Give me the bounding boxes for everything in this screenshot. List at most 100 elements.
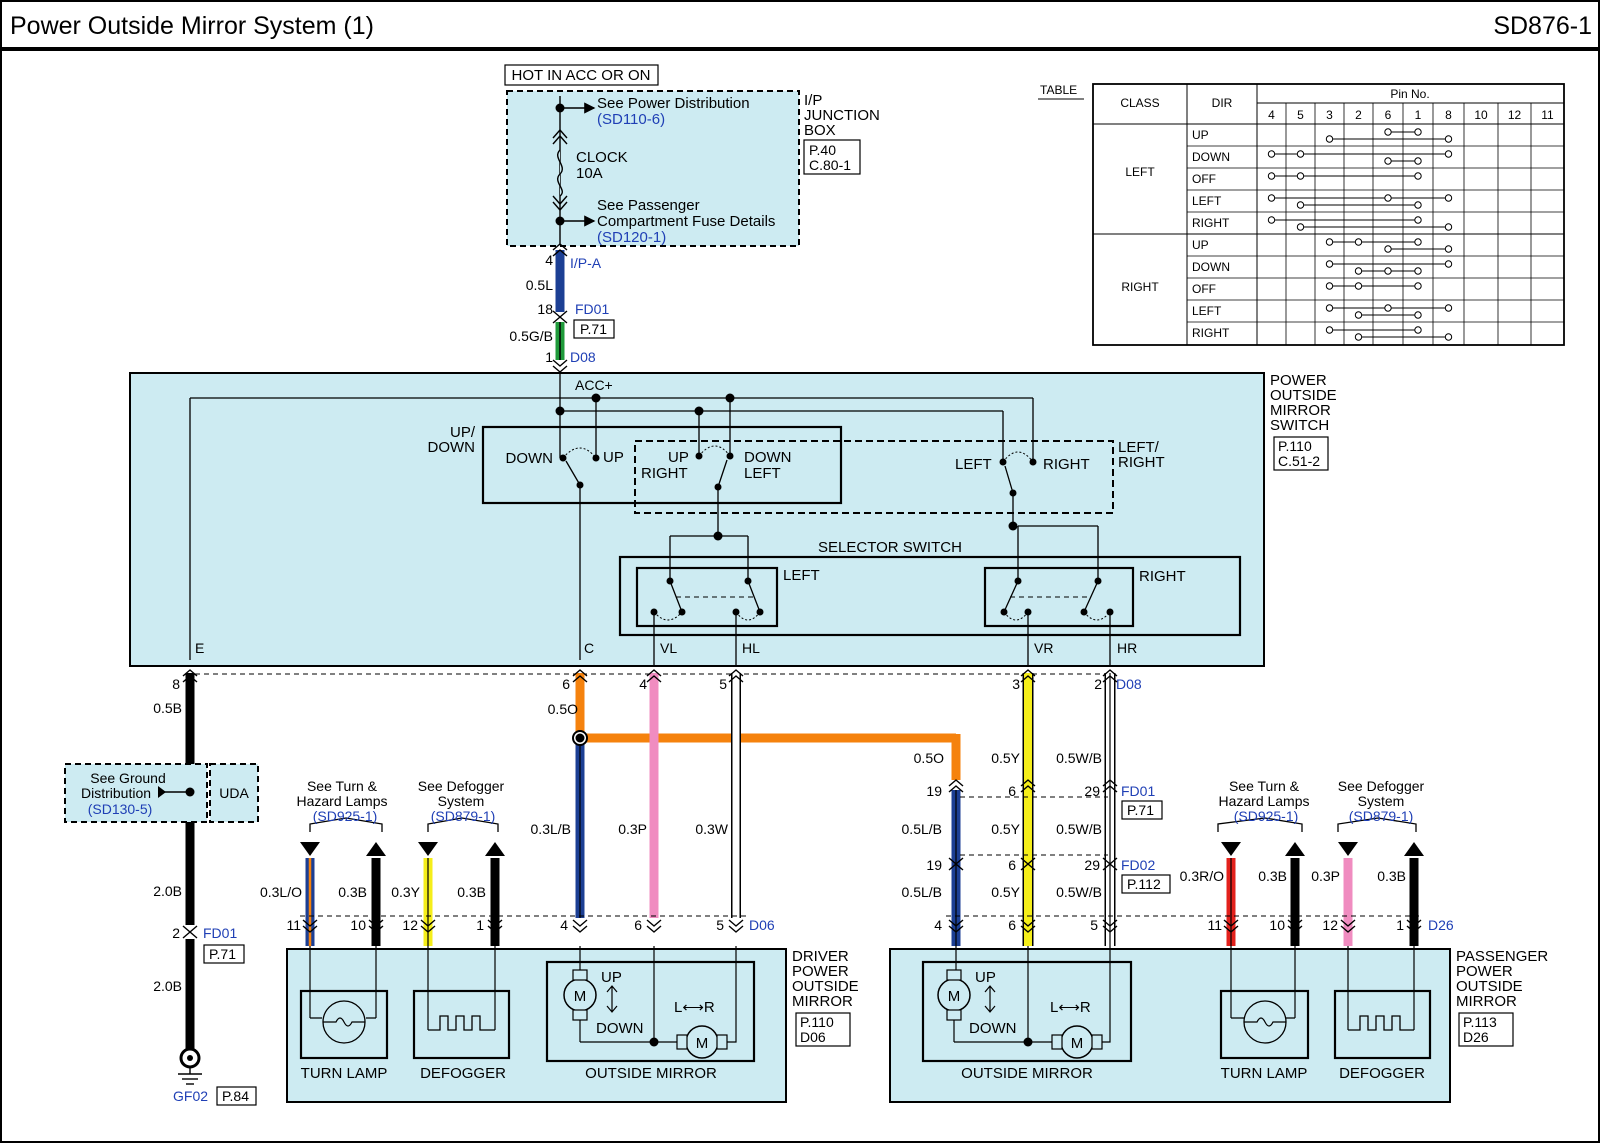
wire-0-3lb: 0.3L/B — [531, 821, 571, 837]
leftright-label-1: LEFT/ — [1118, 439, 1160, 456]
leftright-label-2: RIGHT — [1118, 454, 1165, 471]
table-dir-right: RIGHT — [1192, 326, 1230, 340]
pass-pin-10: 10 — [1269, 917, 1285, 933]
ipa-connector[interactable]: I/P-A — [570, 255, 602, 271]
driver-name-1: DRIVER — [792, 948, 849, 965]
wire-0-5wb-a: 0.5W/B — [1056, 750, 1102, 766]
power-distribution-ref[interactable]: (SD110-6) — [597, 111, 665, 128]
pass-name-2: POWER — [1456, 963, 1513, 980]
driver-pin-1: 1 — [476, 917, 484, 933]
uda-label: UDA — [219, 785, 249, 801]
term-vl: VL — [660, 640, 677, 656]
fd02-connector[interactable]: FD02 — [1121, 857, 1155, 873]
pass-conn: D26 — [1463, 1029, 1489, 1045]
pass-def-see-2: System — [1358, 793, 1405, 809]
wire-0-5gb: 0.5G/B — [509, 328, 553, 344]
driver-outside-mirror-label: OUTSIDE MIRROR — [585, 1065, 717, 1082]
pass-name-4: MIRROR — [1456, 993, 1517, 1010]
fuse-box-name-3: BOX — [804, 122, 836, 139]
driver-connector-d06[interactable]: D06 — [749, 917, 775, 933]
pass-turn-ref[interactable]: (SD925-1) — [1234, 808, 1299, 824]
wire-2-0b-1: 2.0B — [153, 883, 182, 899]
driver-turn-lamp-label: TURN LAMP — [301, 1065, 388, 1082]
pass-fuse-text-1: See Passenger — [597, 197, 700, 214]
switch-name-4: SWITCH — [1270, 417, 1329, 434]
table-pin-10: 10 — [1474, 108, 1488, 122]
table-pin-4: 4 — [1268, 108, 1275, 122]
ground-ref[interactable]: (SD130-5) — [88, 801, 153, 817]
table-pin-5: 5 — [1297, 108, 1304, 122]
pass-wire-b2: 0.3B — [1377, 868, 1406, 884]
fuse-box-page: P.40 — [809, 142, 836, 158]
fd01-connector-right[interactable]: FD01 — [1121, 783, 1155, 799]
table-dir-off: OFF — [1192, 282, 1216, 296]
gf02-label[interactable]: GF02 — [173, 1088, 208, 1104]
sw-up-label: UP — [603, 449, 624, 466]
table-dir-left: LEFT — [1192, 194, 1222, 208]
ground-circuit: 0.5B 0.5O See Ground Distribution (SD130… — [64, 700, 578, 1106]
pass-turn-see-2: Hazard Lamps — [1218, 793, 1309, 809]
sw-left2-label: LEFT — [744, 465, 781, 482]
hot-label: HOT IN ACC OR ON — [512, 67, 651, 84]
fd02-page: P.112 — [1127, 876, 1161, 892]
table-dir-left: LEFT — [1192, 304, 1222, 318]
pass-connector-d26[interactable]: D26 — [1428, 917, 1454, 933]
pass-pin-1: 1 — [1396, 917, 1404, 933]
pass-pin-12: 12 — [1322, 917, 1338, 933]
driver-name-3: OUTSIDE — [792, 978, 859, 995]
driver-mirror: See Turn & Hazard Lamps (SD925-1) See De… — [260, 778, 859, 1103]
table-dir-header: DIR — [1212, 96, 1233, 110]
gf02-page: P.84 — [222, 1088, 249, 1104]
fd01-connector-top[interactable]: FD01 — [575, 301, 609, 317]
wire-0-5y-c: 0.5Y — [991, 884, 1020, 900]
table-dir-off: OFF — [1192, 172, 1216, 186]
power-distribution-text: See Power Distribution — [597, 95, 750, 112]
pass-pin-5: 5 — [1090, 917, 1098, 933]
pass-down-label: DOWN — [969, 1020, 1017, 1037]
diagram-code: SD876-1 — [1493, 12, 1592, 40]
table-pin-8: 8 — [1445, 108, 1452, 122]
pass-def-ref[interactable]: (SD879-1) — [1349, 808, 1414, 824]
sw-right3-label: RIGHT — [1043, 456, 1090, 473]
driver-wire-y: 0.3Y — [391, 884, 420, 900]
selector-switch-label: SELECTOR SWITCH — [818, 539, 962, 556]
driver-def-ref[interactable]: (SD879-1) — [431, 808, 496, 824]
driver-turn-ref[interactable]: (SD925-1) — [313, 808, 378, 824]
pass-fuse-text-2: Compartment Fuse Details — [597, 213, 775, 230]
pass-fuse-ref[interactable]: (SD120-1) — [597, 229, 666, 246]
pass-motor-h-label: M — [1071, 1035, 1084, 1052]
sw-down-label: DOWN — [506, 450, 554, 467]
hot-label-box — [504, 64, 659, 86]
updown-label-1: UP/ — [450, 424, 476, 441]
pin-hl-5: 5 — [719, 676, 727, 692]
driver-conn: D06 — [800, 1029, 826, 1045]
ground-see-1: See Ground — [90, 770, 166, 786]
term-vr: VR — [1034, 640, 1053, 656]
sw-left3-label: LEFT — [955, 456, 992, 473]
wire-0-5o-right: 0.5O — [914, 750, 944, 766]
d08-connector-top[interactable]: D08 — [570, 349, 596, 365]
table-dir-down: DOWN — [1192, 260, 1230, 274]
driver-name-4: MIRROR — [792, 993, 853, 1010]
driver-turn-see-1: See Turn & — [307, 778, 378, 794]
table-pin-3: 3 — [1326, 108, 1333, 122]
pass-updown-arrow-icon — [984, 985, 996, 1013]
switch-page: P.110 — [1278, 438, 1312, 454]
wire-2-0b-2: 2.0B — [153, 978, 182, 994]
pin-e-8: 8 — [172, 676, 180, 692]
wire-0-5o-left: 0.5O — [548, 701, 578, 717]
pin-29b: 29 — [1084, 857, 1100, 873]
ground-see-2: Distribution — [81, 785, 151, 801]
wire-0-5y-b: 0.5Y — [991, 821, 1020, 837]
pass-turn-lamp-label: TURN LAMP — [1221, 1065, 1308, 1082]
pass-wire-p: 0.3P — [1311, 868, 1340, 884]
pin-6b: 6 — [1008, 857, 1016, 873]
fuse-box-connector: C.80-1 — [809, 157, 851, 173]
term-c: C — [584, 640, 594, 656]
fd01-connector-ground[interactable]: FD01 — [203, 925, 237, 941]
pass-defogger-label: DEFOGGER — [1339, 1065, 1425, 1082]
driver-def-see-2: System — [438, 793, 485, 809]
d08-connector[interactable]: D08 — [1116, 676, 1142, 692]
